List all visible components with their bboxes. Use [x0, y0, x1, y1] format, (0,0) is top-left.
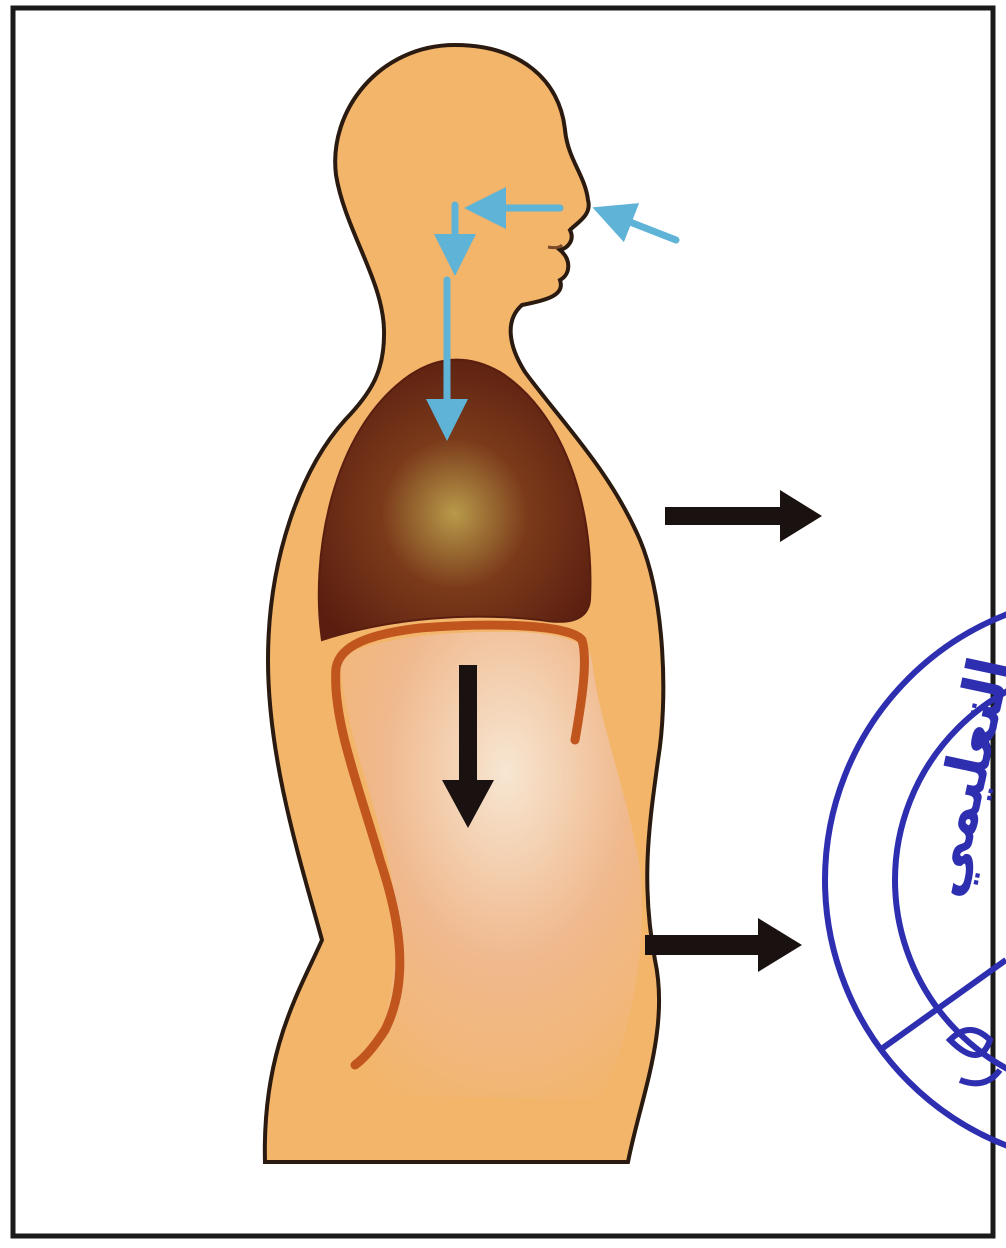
official-stamp: التعليمي	[825, 595, 1006, 1165]
abdomen-expansion-arrow	[645, 918, 802, 972]
air-arrow-incoming	[612, 215, 676, 240]
chest-expansion-arrow	[665, 490, 822, 542]
